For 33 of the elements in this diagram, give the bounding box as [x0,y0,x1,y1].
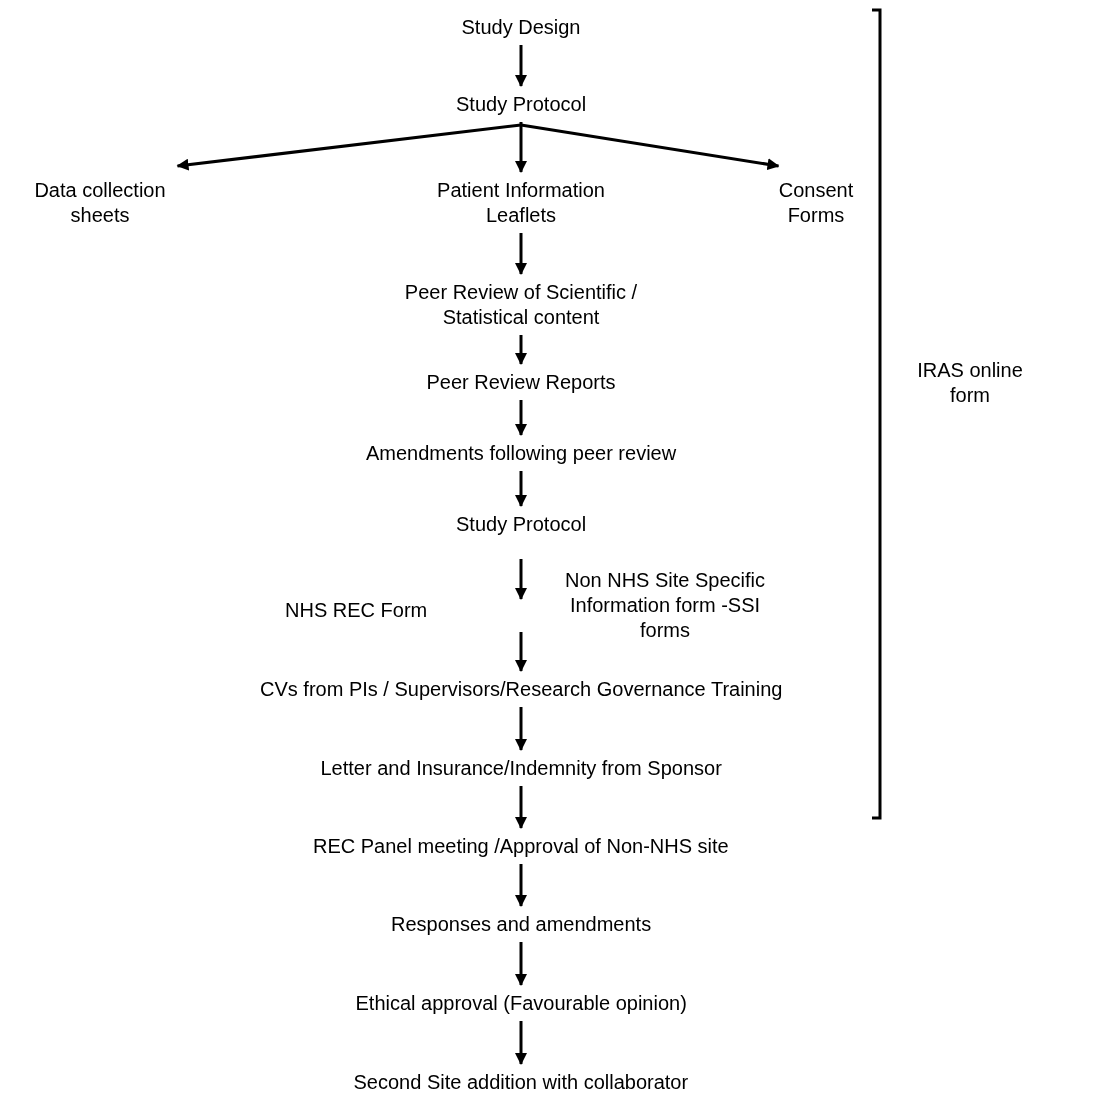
arrow [515,864,527,907]
arrow [515,559,527,600]
step-label: Responses and amendments [391,912,652,937]
arrow [515,786,527,829]
step-label: Amendments following peer review [366,441,677,466]
arrow [515,942,527,986]
step-label: Letter and Insurance/Indemnity from Sponsor [320,756,722,781]
step-label: Consent Forms [768,178,864,228]
arrow [515,707,527,751]
step-label: Study Protocol [456,512,587,537]
arrow [515,122,527,173]
step-label: Data collection sheets [12,178,188,228]
arrow [515,1021,527,1065]
side-note: Non NHS Site Specific Information form -SSI forms [563,568,767,643]
arrow [515,335,527,365]
step-label: Study Design [461,15,581,40]
arrow [515,400,527,436]
step-label: Ethical approval (Favourable opinion) [355,991,687,1016]
step-label: REC Panel meeting /Approval of Non-NHS site [313,834,729,859]
arrow [515,632,527,672]
step-label: Second Site addition with collaborator [353,1070,689,1095]
bracket-label: IRAS online form [916,358,1024,408]
side-note: NHS REC Form [285,598,428,623]
arrow [515,233,527,275]
step-label: Patient Information Leaflets [418,178,624,228]
arrow [515,45,527,87]
step-label: Study Protocol [456,92,587,117]
step-label: CVs from PIs / Supervisors/Research Governance Training [260,677,783,702]
step-label: Peer Review of Scientific / Statistical content [371,280,671,330]
arrow [515,471,527,507]
step-label: Peer Review Reports [426,370,616,395]
arrow [520,123,780,171]
arrow [176,123,522,171]
